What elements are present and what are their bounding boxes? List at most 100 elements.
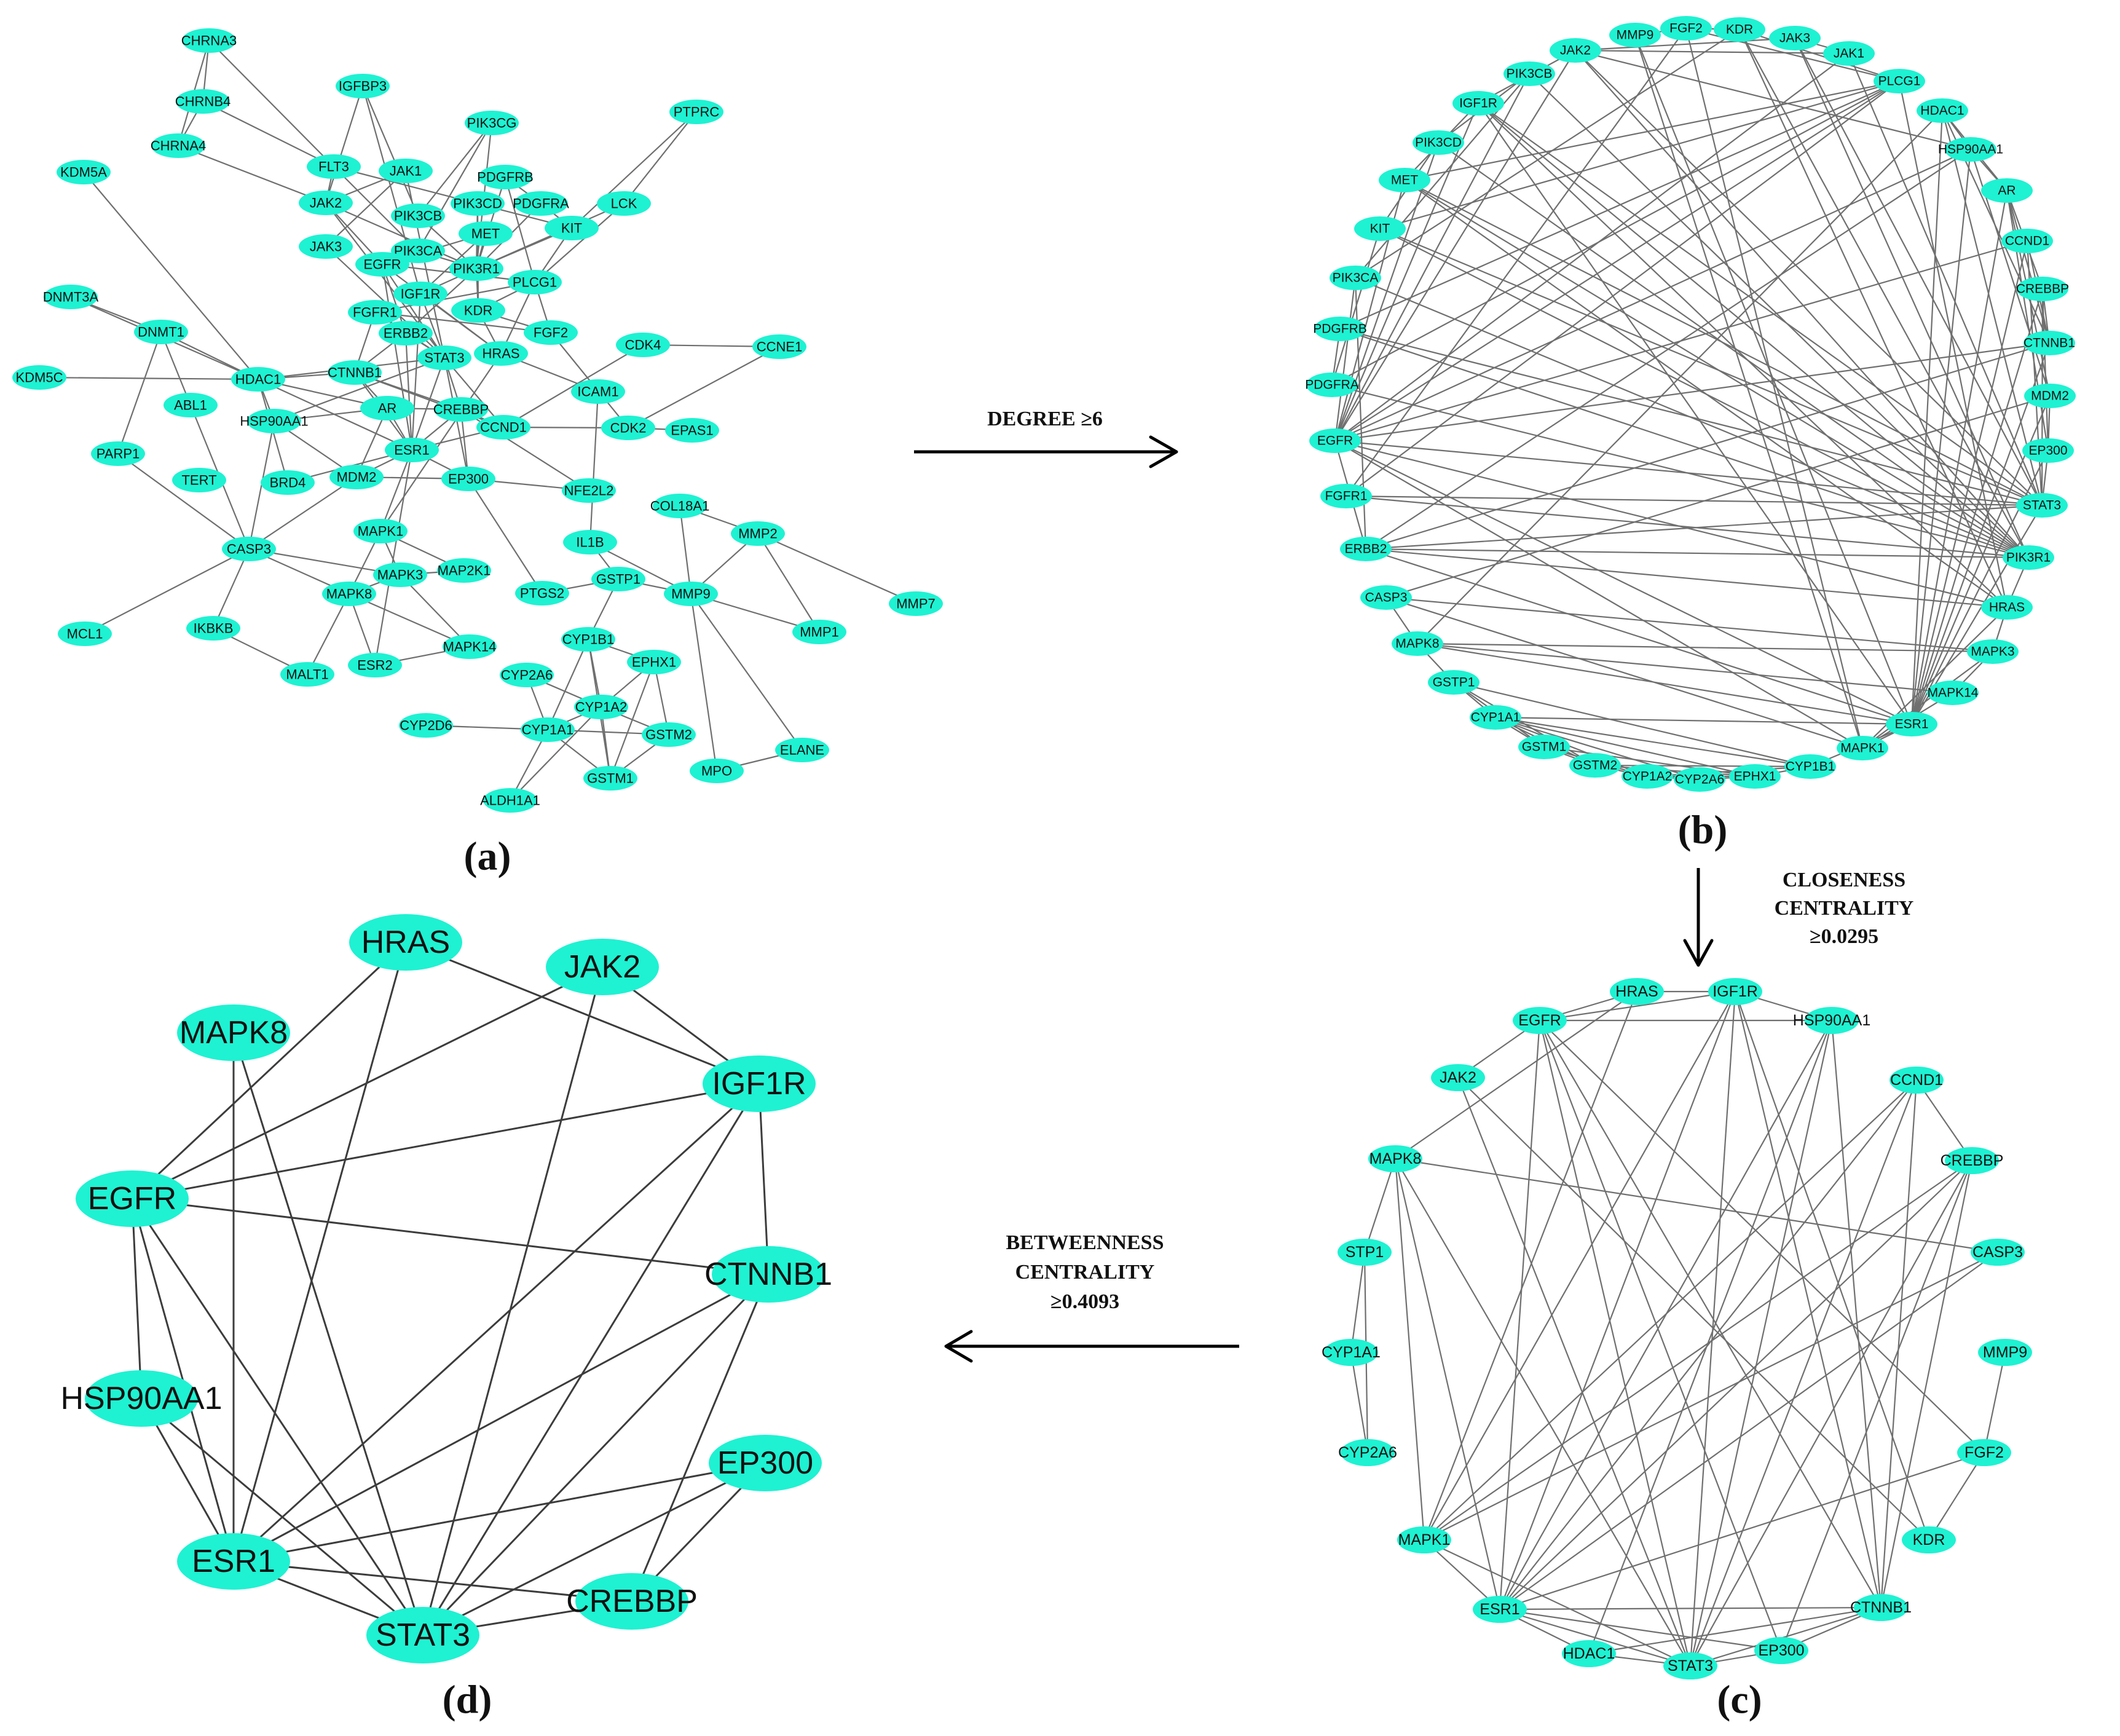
node-label: MAPK14 <box>443 639 497 655</box>
node-label: IGFBP3 <box>339 79 387 94</box>
node-label: CYP2A6 <box>501 668 553 683</box>
node-stp1: STP1 <box>1338 1239 1392 1266</box>
node-dnmt1: DNMT1 <box>134 320 188 344</box>
node-label: FGF2 <box>534 325 568 341</box>
edge-mapk1-stat3 <box>1424 1539 1691 1667</box>
node-kdm5a: KDM5A <box>57 160 111 184</box>
node-shape <box>1874 69 1925 93</box>
edge-egfr-stat3 <box>1334 440 2043 507</box>
node-chrna3: CHRNA3 <box>181 28 237 53</box>
node-cdk4: CDK4 <box>616 333 670 357</box>
node-label: PIK3R1 <box>453 261 500 277</box>
node-shape <box>2003 545 2054 570</box>
node-label: MDM2 <box>337 470 377 485</box>
edge-gstm2-ephx1 <box>1594 764 1756 778</box>
node-gstm2: GSTM2 <box>642 722 696 747</box>
node-cyp2d6: CYP2D6 <box>399 713 453 738</box>
node-shape <box>366 1607 479 1663</box>
edge-ccnd1-egfr <box>1334 240 2028 442</box>
node-pik3ca: PIK3CA <box>391 239 445 263</box>
node-pik3cd: PIK3CD <box>1413 130 1464 155</box>
node-label: STAT3 <box>1668 1657 1713 1675</box>
node-chrna4: CHRNA4 <box>151 133 206 158</box>
node-shape <box>261 470 315 495</box>
edge-kit-pik3r1 <box>1379 228 2029 558</box>
node-mapk8: MAPK8 <box>177 1004 290 1061</box>
node-esr1: ESR1 <box>177 1533 290 1590</box>
node-label: MAP2K1 <box>438 563 491 578</box>
edge-mapk8-stp1 <box>1363 1158 1397 1253</box>
node-shape <box>1392 631 1443 656</box>
edge-mdm2-casp3 <box>248 476 357 550</box>
edge-jak2-egfr <box>132 966 603 1200</box>
edge-mapk8-esr1 <box>1394 1158 1501 1610</box>
node-jak2: JAK2 <box>1550 38 1601 63</box>
edge-hdac1-mapk8 <box>1417 110 1943 644</box>
node-label: CYP1A1 <box>522 722 573 738</box>
edge-esr1-ep300 <box>1499 1608 1782 1652</box>
node-label: PIK3CD <box>1415 136 1462 150</box>
node-label: MALT1 <box>286 667 328 682</box>
node-shape <box>575 1573 688 1630</box>
node-label: MAPK8 <box>1395 637 1439 651</box>
node-label: CYP1B1 <box>562 632 614 647</box>
edge-igf1r-ctnnb1 <box>758 1083 770 1275</box>
edge-mapk3-mapk1 <box>1862 651 1993 749</box>
node-mapk1: MAPK1 <box>1397 1526 1451 1553</box>
node-label: JAK2 <box>310 195 342 211</box>
edge-egfr-hras <box>1334 440 2008 609</box>
edge-hsp90aa1-stat3 <box>141 1397 424 1636</box>
node-stat3: STAT3 <box>417 345 471 370</box>
node-mcl1: MCL1 <box>58 621 112 646</box>
edge-jak2-pik3r1 <box>325 202 477 270</box>
step-label-closeness-2: CENTRALITY <box>1775 897 1914 920</box>
edge-ptprc-kit <box>571 111 697 229</box>
node-label: EPHX1 <box>632 655 676 670</box>
node-label: PARP1 <box>97 446 140 462</box>
node-label: ABL1 <box>174 398 207 413</box>
edge-egfr-fgf2 <box>1539 1020 1985 1453</box>
node-label: GSTM2 <box>1573 759 1617 773</box>
node-label: IL1B <box>576 535 604 550</box>
edge-fgfr1-fgf2 <box>374 311 551 334</box>
node-shape <box>591 567 645 591</box>
node-elane: ELANE <box>775 738 829 762</box>
edge-icam1-il1b <box>589 391 599 543</box>
edge-pik3cb-pik3r1 <box>1529 73 2029 558</box>
edge-egfr-mapk1 <box>1334 440 1863 749</box>
node-shape <box>1708 978 1762 1005</box>
node-label: HRAS <box>482 346 519 361</box>
node-label: FGFR1 <box>353 305 397 320</box>
edge-hdac1-esr1 <box>1910 110 1944 725</box>
node-shape <box>563 530 617 554</box>
edge-gstp1-cyp1b1 <box>1453 681 1811 768</box>
edge-esr1-stat3 <box>1499 1608 1691 1667</box>
node-shape <box>449 256 503 281</box>
node-label: PIK3CB <box>1507 67 1553 81</box>
node-shape <box>545 216 599 240</box>
node-label: CYP1B1 <box>1786 760 1835 774</box>
node-shape <box>2001 229 2053 253</box>
node-jak2: JAK2 <box>546 939 659 995</box>
edge-ccnd1-esr1 <box>1499 1079 1917 1610</box>
edge-hsp90aa1-hdac1 <box>1588 1020 1833 1654</box>
node-igf1r: IGF1R <box>393 282 447 306</box>
edge-pik3cb-egfr <box>1334 73 1530 441</box>
node-label: CCNE1 <box>757 339 803 355</box>
node-nfe2l2: NFE2L2 <box>562 478 616 503</box>
edge-mmp9-elane <box>690 593 803 751</box>
node-shape <box>483 788 537 813</box>
node-hdac1: HDAC1 <box>231 367 285 392</box>
edge-cyp1a1-esr1 <box>1495 716 1912 725</box>
node-shape <box>1886 712 1937 736</box>
node-label: MAPK3 <box>377 567 424 583</box>
node-label: PTGS2 <box>520 586 564 601</box>
node-shape <box>355 252 409 277</box>
node-shape <box>731 521 785 546</box>
node-pdgfrb: PDGFRB <box>477 165 534 189</box>
network-panel-a: CHRNA3CHRNB4CHRNA4IGFBP3PIK3CGPTPRCKDM5A… <box>12 28 943 813</box>
edge-mapk3-mapk8 <box>1417 642 1993 653</box>
node-shape <box>1902 1526 1956 1553</box>
step-label-closeness-1: CLOSENESS <box>1783 869 1905 891</box>
edge-lck-plcg1 <box>534 203 625 283</box>
